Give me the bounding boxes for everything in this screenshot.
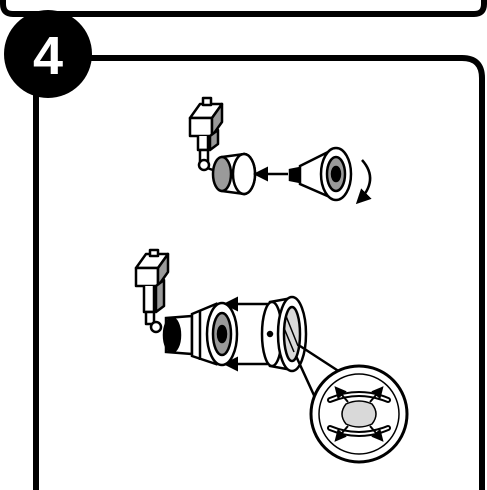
reflector-bulb-icon	[288, 146, 353, 202]
lamp-holder-icon	[206, 152, 257, 196]
previous-panel-frame	[0, 0, 487, 17]
rotate-arrow-icon	[355, 159, 372, 205]
lens-ring-icon	[260, 295, 308, 373]
panel-frame	[33, 55, 485, 490]
track-adapter-icon	[188, 96, 224, 172]
detail-magnifier-icon	[309, 364, 409, 464]
step-number: 4	[33, 26, 63, 86]
track-adapter-icon-b	[134, 248, 170, 334]
step-badge: 4	[4, 10, 92, 98]
lamp-holder-icon-b	[162, 301, 239, 367]
